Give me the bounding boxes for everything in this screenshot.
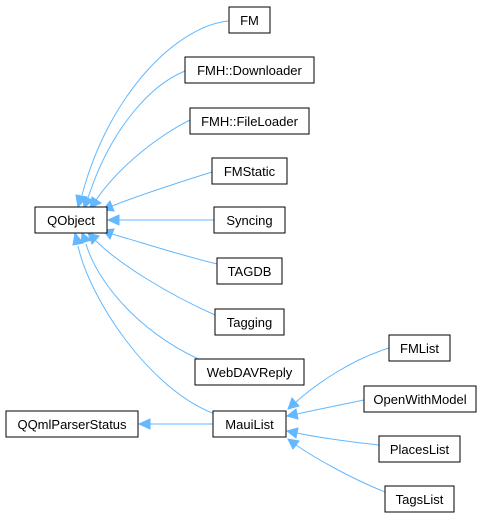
edge-tagslist-to-mauilist [295, 444, 386, 493]
class-label: FMH::FileLoader [201, 114, 298, 129]
class-node-tagslist[interactable]: TagsList [384, 485, 455, 513]
class-label: WebDAVReply [207, 365, 293, 380]
class-node-openwithmodel[interactable]: OpenWithModel [363, 385, 477, 413]
class-node-fmh-fileloader[interactable]: FMH::FileLoader [189, 107, 310, 135]
class-node-fmlist[interactable]: FMList [388, 334, 451, 362]
edge-fm-to-qobject [81, 20, 230, 196]
arrowhead-mauilist-openwithmodel [285, 408, 299, 420]
edge-placeslist-to-mauilist [296, 432, 380, 446]
edge-fileloader-to-qobject [95, 119, 191, 201]
edge-webdavreply-to-qobject [85, 243, 209, 364]
class-label: TAGDB [228, 264, 272, 279]
edge-mauilist-to-qobject [77, 245, 216, 415]
class-node-qobject[interactable]: QObject [34, 206, 108, 234]
arrowhead-mauilist-tagslist [287, 438, 300, 450]
class-label: TagsList [396, 492, 444, 507]
arrowhead-mauilist-placeslist [285, 427, 299, 439]
class-node-placeslist[interactable]: PlacesList [378, 435, 461, 463]
class-node-fmstatic[interactable]: FMStatic [211, 157, 288, 185]
arrowhead-qqmlparserstatus-mauilist [137, 418, 151, 430]
edge-tagdb-to-qobject [111, 233, 218, 265]
arrowhead-qobject-mauilist [72, 231, 84, 246]
class-label: OpenWithModel [373, 392, 466, 407]
class-label: FMStatic [224, 164, 276, 179]
edge-fmstatic-to-qobject [111, 171, 213, 207]
arrowhead-qobject-webdavreply [80, 232, 93, 244]
arrowhead-qobject-syncing [106, 214, 120, 226]
class-label: FM [240, 13, 259, 28]
edge-downloader-to-qobject [87, 70, 186, 199]
edge-fmlist-to-mauilist [295, 347, 390, 403]
class-node-qqmlparserstatus[interactable]: QQmlParserStatus [5, 410, 139, 438]
edge-tagging-to-qobject [94, 239, 216, 316]
class-label: FMH::Downloader [197, 63, 302, 78]
class-label: Tagging [227, 315, 273, 330]
class-label: QObject [47, 213, 95, 228]
edge-openwithmodel-to-mauilist [296, 399, 365, 415]
class-label: PlacesList [390, 442, 450, 457]
class-label: QQmlParserStatus [17, 417, 127, 432]
class-node-webdavreply[interactable]: WebDAVReply [194, 358, 305, 386]
class-node-tagdb[interactable]: TAGDB [216, 257, 283, 285]
arrowhead-mauilist-fmlist [287, 397, 300, 410]
arrowhead-qobject-downloader [82, 196, 95, 210]
class-node-fm[interactable]: FM [228, 6, 271, 34]
class-node-fmh-downloader[interactable]: FMH::Downloader [184, 56, 315, 84]
class-node-syncing[interactable]: Syncing [213, 206, 286, 234]
class-node-tagging[interactable]: Tagging [214, 308, 285, 336]
class-label: MauiList [225, 417, 274, 432]
class-label: Syncing [226, 213, 272, 228]
class-node-mauilist[interactable]: MauiList [212, 410, 287, 438]
arrowhead-qobject-fileloader [89, 196, 103, 209]
arrowhead-qobject-tagging [87, 232, 100, 245]
class-label: FMList [400, 341, 439, 356]
